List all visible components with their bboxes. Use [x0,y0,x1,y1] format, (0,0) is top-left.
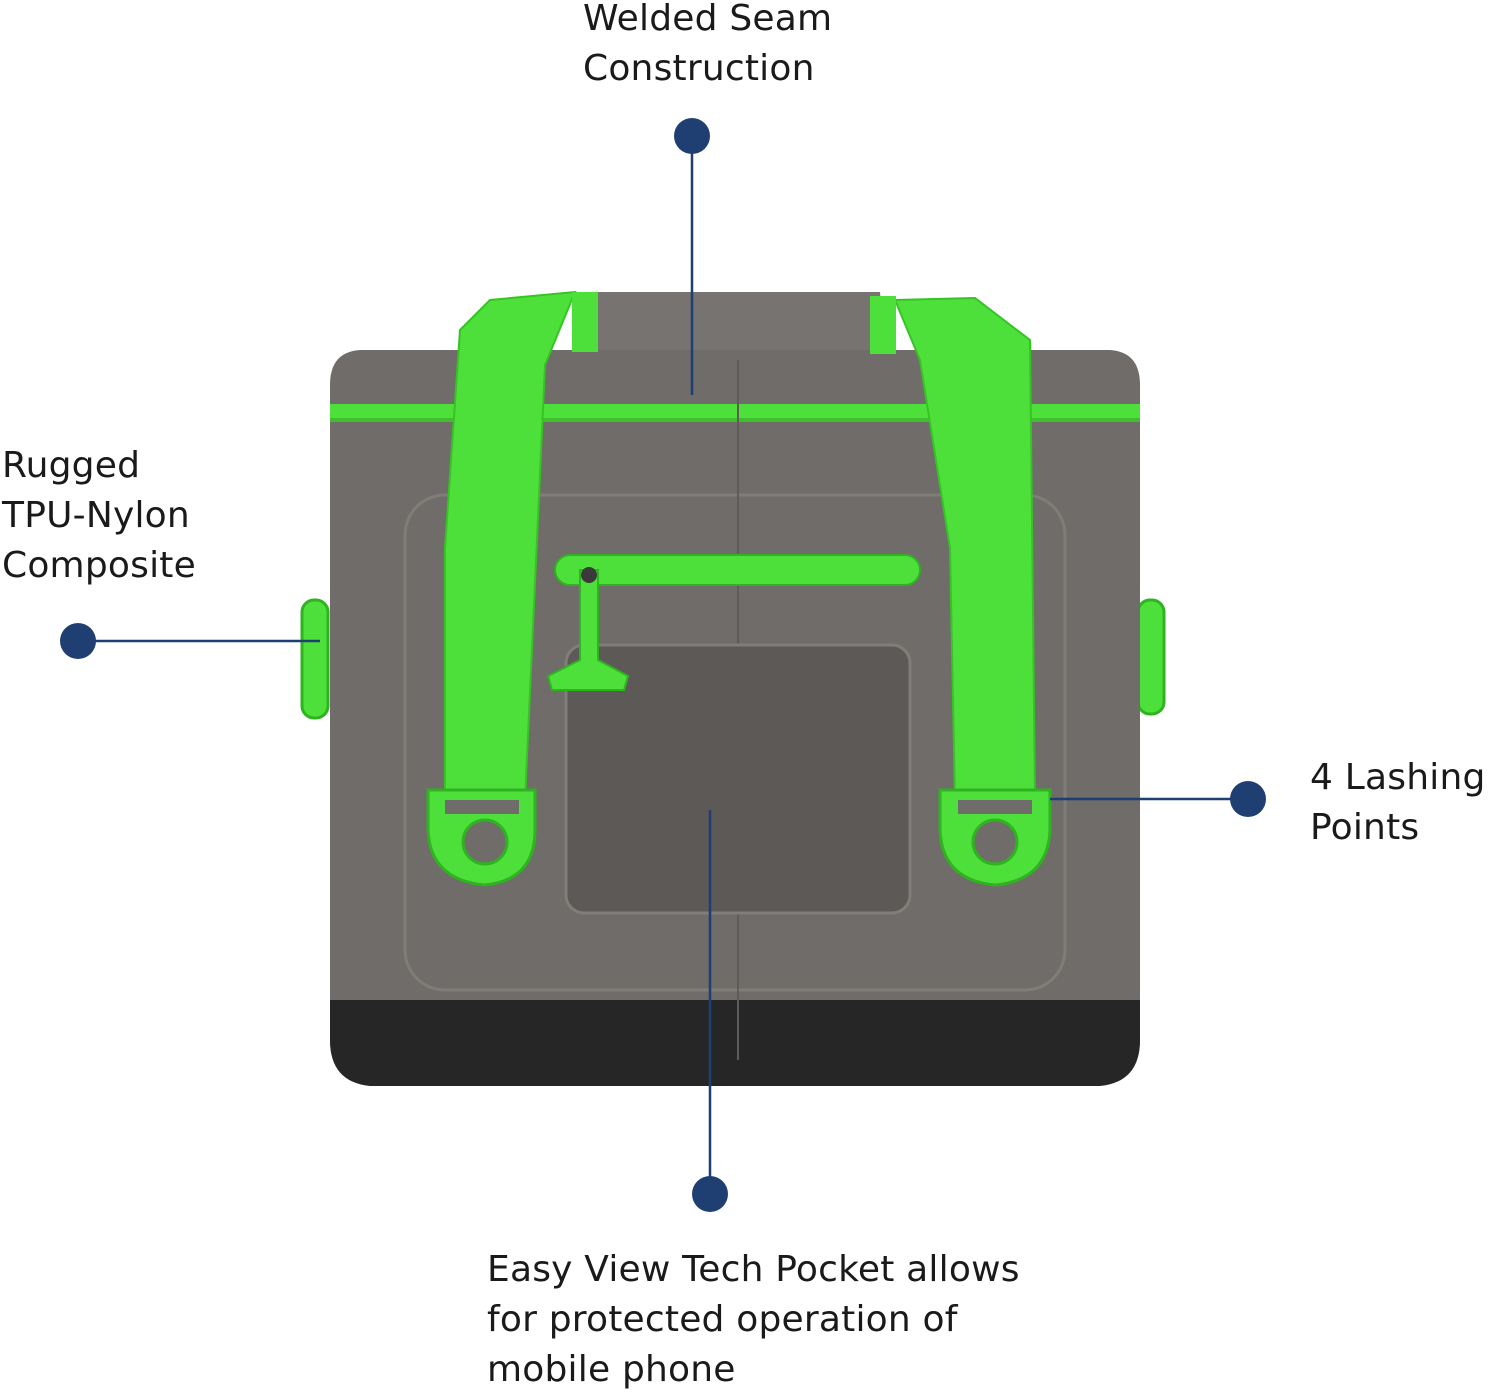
left-side-handle [300,598,330,720]
tech-pocket-label-line: for protected operation of [487,1299,958,1340]
front-panel-seam [403,493,1067,992]
right-side-handle [1136,598,1166,716]
welded-seam-label-line: Construction [583,48,815,89]
right-lashing-loop [938,788,1052,887]
tech-pocket-window [564,643,912,915]
tech-pocket-label-line: Easy View Tech Pocket allows [487,1249,1020,1290]
welded-seam-label: Welded Seam Construction [583,0,832,94]
lashing-points-label-line: 4 Lashing [1310,757,1486,798]
left-strap [444,290,577,801]
rugged-callout-dot [60,623,96,659]
welded-callout-dot [674,118,710,154]
tech-pocket-label: Easy View Tech Pocket allows for protect… [487,1245,1020,1395]
bag-lid-top [580,292,885,350]
lashing-points-label: 4 Lashing Points [1310,753,1486,853]
lashing-callout-dot [1230,781,1266,817]
left-lashing-loop [426,788,537,887]
rugged-material-label-line: Rugged [2,445,141,486]
tech-pocket-label-line: mobile phone [487,1349,736,1390]
zipper-pull [546,569,630,691]
welded-seam-label-line: Welded Seam [583,0,833,39]
pocket-zipper [554,554,921,586]
pocket-callout-dot [692,1176,728,1212]
bag-base [330,1000,1140,1086]
rugged-material-label-line: Composite [2,545,196,586]
rugged-material-label: Rugged TPU-Nylon Composite [2,441,196,591]
rugged-material-label-line: TPU-Nylon [2,495,190,536]
lashing-points-label-line: Points [1310,807,1420,848]
